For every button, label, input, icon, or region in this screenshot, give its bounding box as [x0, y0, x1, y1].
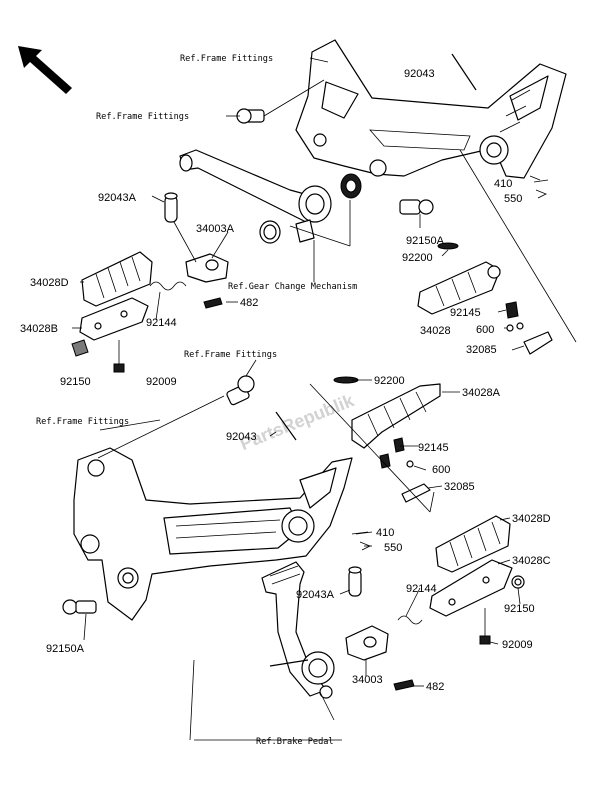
lower-leader-lines: [83, 359, 521, 741]
cotter-482-upper: [203, 297, 223, 309]
bolt-92150A-lower: [62, 599, 97, 615]
part-label: 410: [494, 178, 512, 190]
part-label: 34028: [420, 325, 451, 337]
part-label: 34003A: [196, 223, 235, 235]
part-label: 550: [504, 193, 522, 205]
washer-410-upper: [533, 179, 549, 183]
part-label: 34028B: [20, 323, 58, 335]
brake-pedal: [261, 561, 335, 699]
part-label: 600: [432, 464, 450, 476]
bolt-92009-upper: [113, 340, 125, 373]
part-label: 550: [384, 542, 402, 554]
part-label: 92145: [418, 442, 449, 454]
ref-brake-pedal: Ref.Brake Pedal: [256, 737, 334, 747]
ref-frame-fittings-bolt: Ref.Frame Fittings: [96, 112, 189, 122]
upper-leader-lines: [72, 57, 577, 351]
footpeg-rubber-34028D-upper: [81, 251, 153, 307]
part-label: 92150: [60, 376, 91, 388]
plate-32085-upper: [523, 331, 553, 355]
ball-600-lower: [406, 460, 414, 468]
bolt-92150-lower: [511, 575, 525, 589]
left-footrest-bracket: [73, 447, 353, 621]
part-label: 92009: [502, 639, 533, 651]
part-label: 92043: [226, 431, 257, 443]
part-label: 600: [476, 324, 494, 336]
bolt-92150-upper: [71, 339, 89, 357]
washer-410-lower: [351, 531, 369, 535]
part-label: 92150A: [46, 643, 85, 655]
part-label: 34028A: [462, 387, 501, 399]
cotter-482-lower: [393, 679, 415, 691]
part-label: 92144: [146, 317, 177, 329]
ref-gear-change-mechanism: Ref.Gear Change Mechanism: [228, 282, 357, 292]
footpeg-34028C: [429, 559, 513, 617]
watermark: PartsRepublik: [237, 390, 358, 454]
footpeg-34028: [417, 261, 501, 315]
shift-pedal-oil-seal: [340, 173, 362, 199]
pin-92043A-lower: [348, 566, 362, 597]
spring-92145-upper: [505, 301, 519, 319]
part-label: 32085: [466, 344, 497, 356]
plate-32085-lower: [401, 483, 431, 503]
bolt-92009-lower: [479, 608, 491, 645]
footpeg-34028A: [351, 383, 441, 449]
part-label: 34028D: [30, 277, 69, 289]
part-label: 32085: [444, 481, 475, 493]
part-label: 410: [376, 527, 394, 539]
ref-frame-fittings-left: Ref.Frame Fittings: [36, 417, 129, 427]
washer-92200-upper: [437, 242, 459, 250]
footpeg-rubber-34028D-lower: [435, 515, 511, 573]
bolt-frame-mid: [226, 375, 255, 406]
part-label: 34003: [352, 674, 383, 686]
part-label: 92145: [450, 307, 481, 319]
part-label: 92144: [406, 583, 437, 595]
spring-92145-lower: [379, 437, 405, 469]
part-label: 92009: [146, 376, 177, 388]
shift-pedal-collar: [259, 220, 281, 244]
cotter-pin-550-upper: [535, 189, 547, 199]
ref-frame-fittings-top: Ref.Frame Fittings: [180, 54, 273, 64]
footpeg-34028B: [79, 297, 149, 341]
bolt-frame-upper: [236, 108, 265, 124]
spring-92144-upper: [149, 281, 187, 291]
part-label: 92043: [404, 68, 435, 80]
part-label: 34028C: [512, 555, 551, 567]
part-label: 92043A: [98, 192, 137, 204]
part-label: 92150A: [406, 235, 445, 247]
right-footrest-bracket: [295, 39, 567, 179]
part-label: 92150: [504, 603, 535, 615]
part-label: 482: [426, 681, 444, 693]
part-label: 92200: [402, 252, 433, 264]
pin-92043A-upper: [164, 192, 178, 223]
ball-600-upper: [506, 322, 524, 332]
part-label: 92043A: [296, 589, 335, 601]
bolt-92150A-upper: [399, 199, 434, 215]
pivot-bracket-34003: [345, 625, 389, 661]
pivot-bracket-34003A: [185, 253, 229, 283]
front-direction-arrow-icon: [18, 46, 72, 94]
shift-pedal: [179, 149, 332, 243]
ref-frame-fittings-mid: Ref.Frame Fittings: [184, 350, 277, 360]
part-label: 92200: [374, 375, 405, 387]
pin-92043-lower: [275, 411, 297, 441]
spring-92144-lower: [397, 615, 423, 625]
part-label: 482: [240, 297, 258, 309]
part-label: 34028D: [512, 513, 551, 525]
pin-92043-upper: [451, 53, 477, 91]
